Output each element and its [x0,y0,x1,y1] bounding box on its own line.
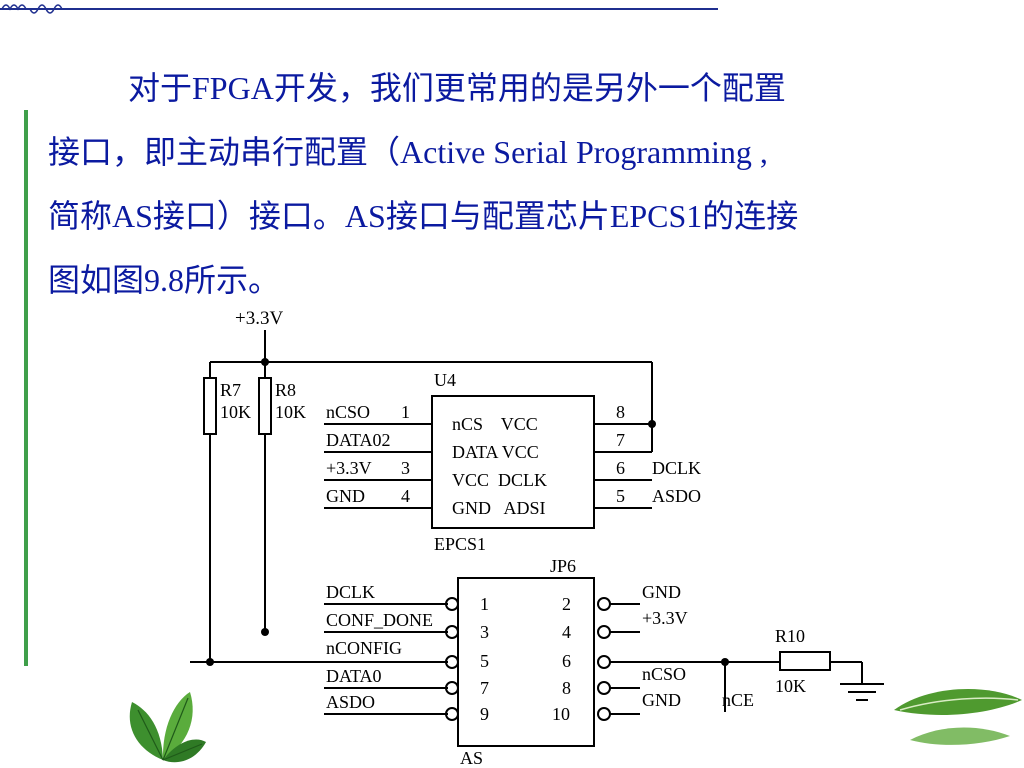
jp6-net-asdo: ASDO [326,692,375,712]
jp6-pin-1: 1 [480,594,489,614]
u4-pin-1: 1 [401,402,410,422]
r8-ref: R8 [275,380,296,400]
u4-row-2: DATA VCC [452,442,539,462]
u4-row-3: VCC DCLK [452,470,547,490]
paragraph-line-1: 对于FPGA开发，我们更常用的是另外一个配置 [128,70,786,106]
u4-ref: U4 [434,370,456,390]
u4-pin-8: 8 [616,402,625,422]
u4-pin-4: 4 [401,486,410,506]
u4-row-1: nCS VCC [452,414,538,434]
jp6-pin-7: 7 [480,678,489,698]
jp6-net-ncso: nCSO [642,664,686,684]
u4-net-data0: DATA02 [326,430,391,450]
r7-ref: R7 [220,380,241,400]
jp6-pin-3: 3 [480,622,489,642]
body-paragraph: 对于FPGA开发，我们更常用的是另外一个配置 接口，即主动串行配置（Active… [48,56,1008,312]
u4-pin-6: 6 [616,458,625,478]
jp6-net-data0: DATA0 [326,666,382,686]
jp6-pin-10: 10 [552,704,570,724]
u4-row-4: GND ADSI [452,498,546,518]
jp6-pin-2: 2 [562,594,571,614]
u4-net-ncso: nCSO [326,402,370,422]
u4-pin-7: 7 [616,430,625,450]
u4-net-asdo: ASDO [652,486,701,506]
jp6-net-nconfig: nCONFIG [326,638,402,658]
supply-label: +3.3V [235,308,283,329]
jp6-part: AS [460,748,483,768]
paragraph-line-4: 图如图9.8所示。 [48,262,281,298]
paragraph-line-3: 简称AS接口）接口。AS接口与配置芯片EPCS1的连接 [48,198,799,234]
r7-value: 10K [220,402,251,422]
leaf-decoration-icon [894,689,1022,745]
jp6-pin-4: 4 [562,622,571,642]
header-rule [0,4,718,14]
nce-label: nCE [722,690,754,710]
jp6-net-gnd-a: GND [642,582,681,602]
jp6-pin-6: 6 [562,651,571,671]
jp6-pin-8: 8 [562,678,571,698]
u4-pin-3: 3 [401,458,410,478]
r8-value: 10K [275,402,306,422]
u4-pin-5: 5 [616,486,625,506]
leaf-decoration-icon [129,692,206,763]
jp6-net-conf-done: CONF_DONE [326,610,433,630]
u4-part: EPCS1 [434,534,486,554]
u4-net-dclk: DCLK [652,458,701,478]
jp6-net-gnd-b: GND [642,690,681,710]
u4-net-gnd: GND [326,486,365,506]
jp6-pin-9: 9 [480,704,489,724]
jp6-net-dclk: DCLK [326,582,375,602]
u4-net-vcc: +3.3V [326,458,372,478]
r10-value: 10K [775,676,806,696]
accent-bar [24,110,28,666]
r10-ref: R10 [775,626,805,646]
decorative-coil-icon [1,4,63,14]
jp6-net-vcc: +3.3V [642,608,688,628]
jp6-ref: JP6 [550,556,576,576]
as-interface-schematic: +3.3V R7 10K R8 10K U4 EPCS1 nCSO DATA02… [190,300,902,768]
jp6-pin-5: 5 [480,651,489,671]
paragraph-line-2: 接口，即主动串行配置（Active Serial Programming , [48,134,768,170]
